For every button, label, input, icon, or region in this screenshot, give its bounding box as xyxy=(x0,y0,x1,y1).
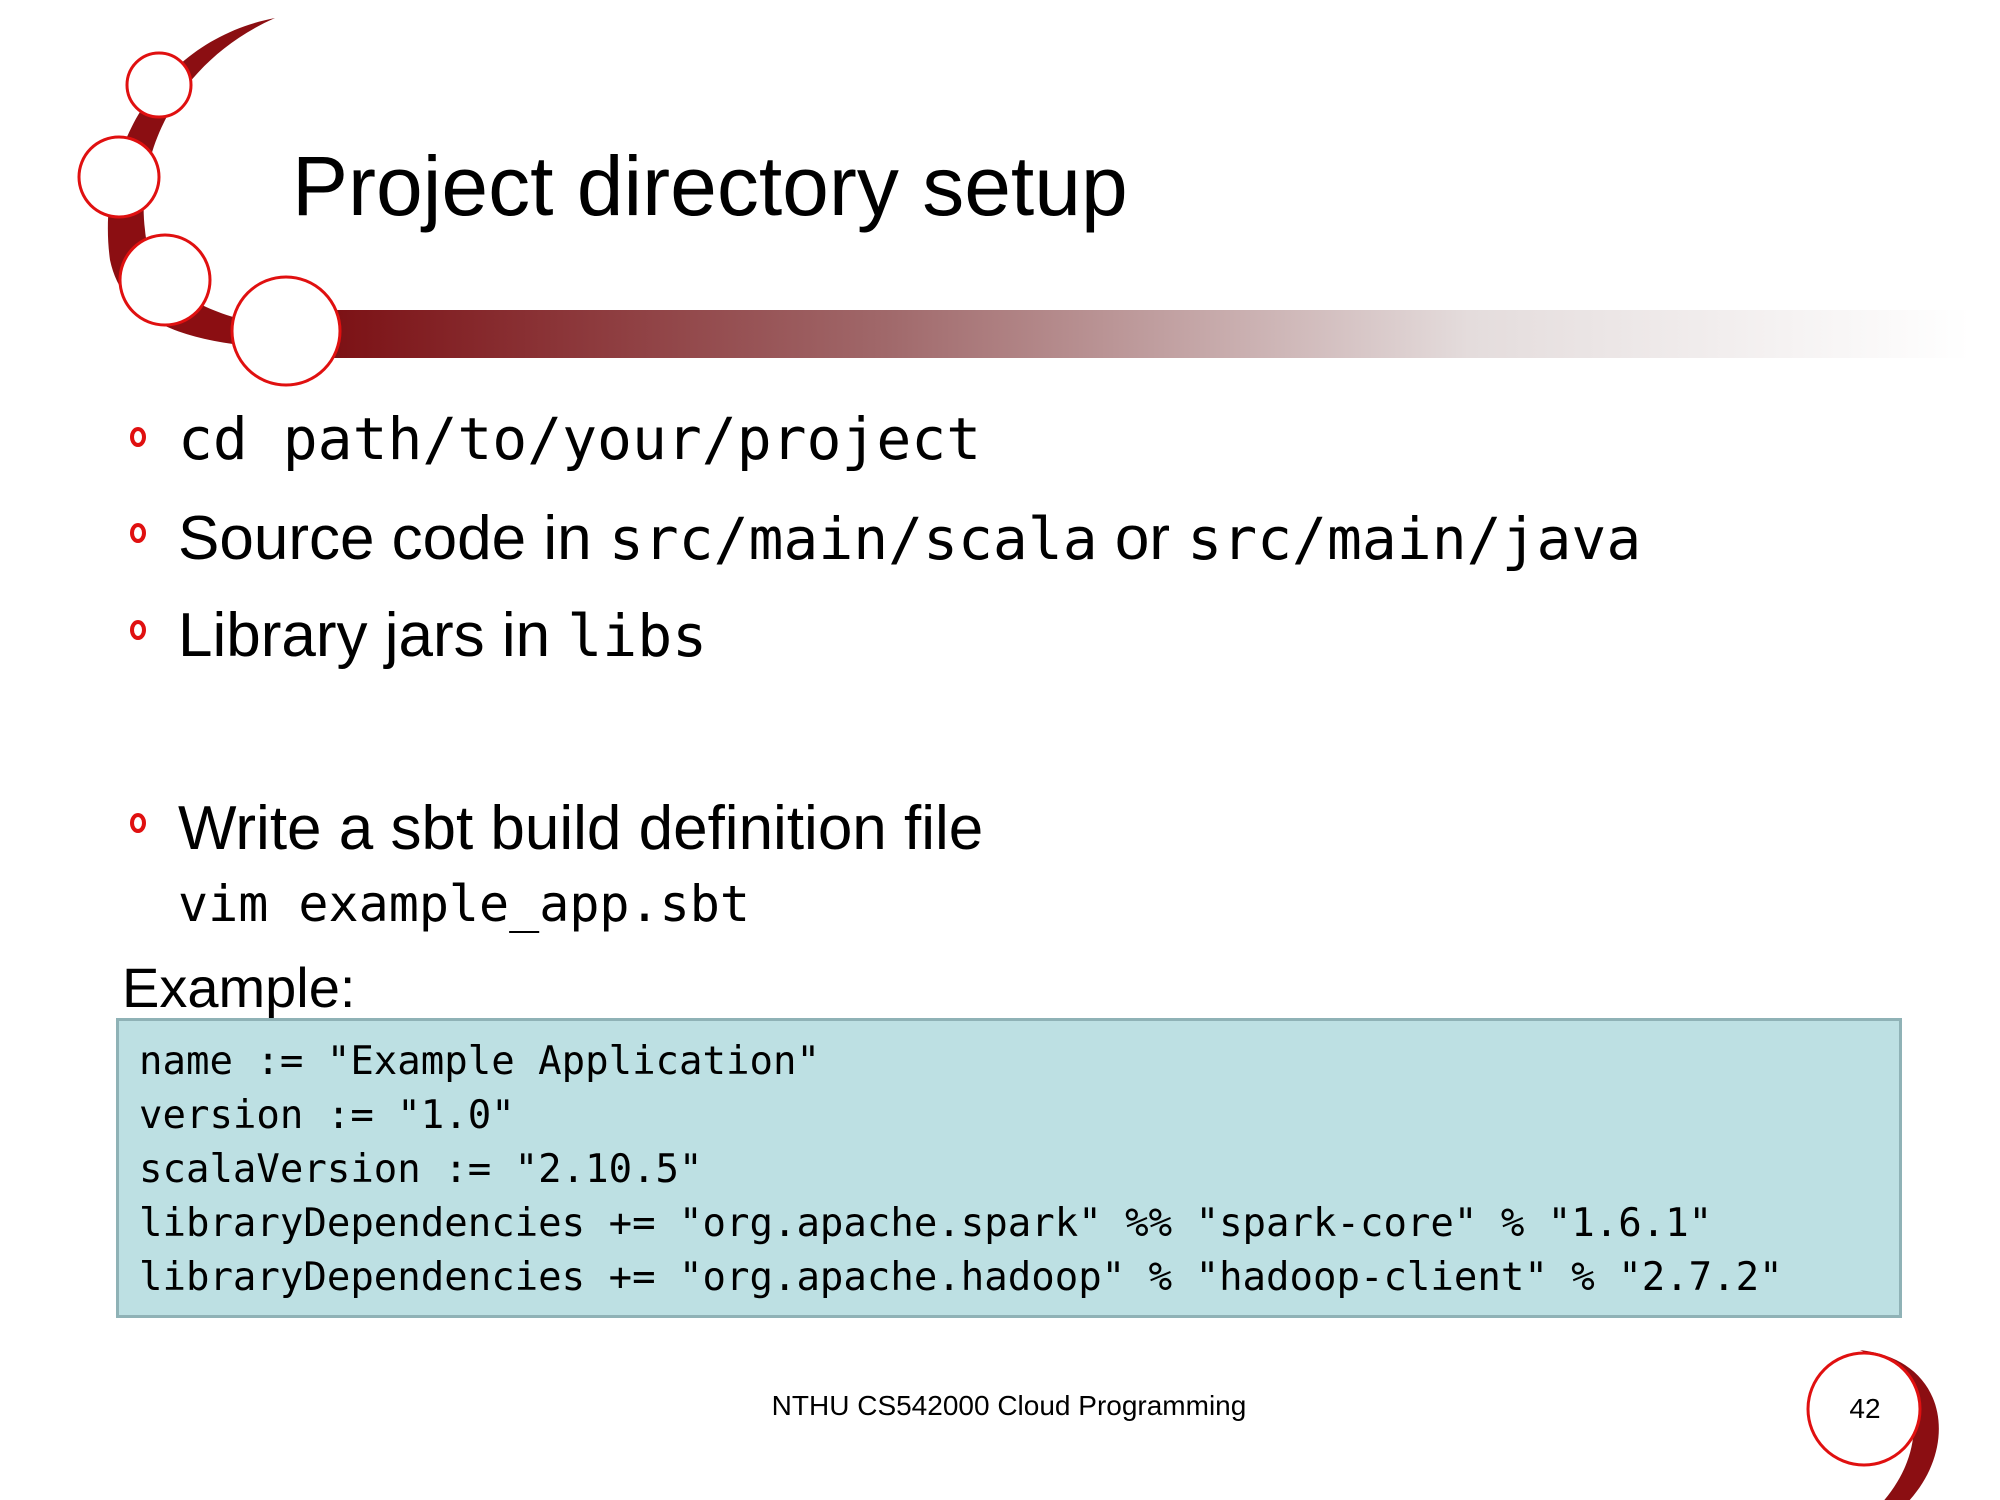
bullet-icon xyxy=(130,427,146,447)
bullet-icon xyxy=(130,813,146,833)
bullet-item: Library jars in libs xyxy=(178,600,707,671)
code-text: src/main/scala xyxy=(608,505,1098,573)
code-line: version := "1.0" xyxy=(139,1093,515,1138)
code-line: libraryDependencies += "org.apache.hadoo… xyxy=(139,1255,1783,1300)
code-text: cd path/to/your/project xyxy=(178,405,982,473)
deco-circle xyxy=(230,275,342,387)
bullet-icon xyxy=(130,620,146,640)
title-underline-bar xyxy=(300,310,1970,358)
deco-circle xyxy=(77,135,161,219)
code-text: src/main/java xyxy=(1187,505,1642,573)
bullet-item: Source code in src/main/scala or src/mai… xyxy=(178,503,1641,574)
bullet-text: Source code in xyxy=(178,504,609,573)
example-label: Example: xyxy=(122,956,356,1019)
command-text: vim example_app.sbt xyxy=(178,875,750,933)
footer-text: NTHU CS542000 Cloud Programming xyxy=(771,1390,1247,1421)
code-line: scalaVersion := "2.10.5" xyxy=(139,1147,703,1192)
bullet-item: Write a sbt build definition file xyxy=(178,793,983,864)
deco-circle xyxy=(125,51,193,119)
slide-title: Project directory setup xyxy=(292,139,1128,233)
page-number: 42 xyxy=(1849,1393,1881,1424)
page-number-circle xyxy=(1806,1351,1922,1467)
code-block: name := "Example Application" version :=… xyxy=(116,1018,1902,1318)
code-line: libraryDependencies += "org.apache.spark… xyxy=(139,1201,1713,1246)
bullet-text: Library jars in xyxy=(178,601,568,670)
bullet-item: cd path/to/your/project xyxy=(178,405,981,473)
bullet-icon xyxy=(130,523,146,543)
bullet-text: or xyxy=(1097,504,1188,573)
page-arc xyxy=(1860,1350,1939,1500)
code-text: libs xyxy=(567,602,708,670)
bullet-text: Write a sbt build definition file xyxy=(178,794,984,863)
deco-circle xyxy=(118,233,212,327)
code-line: name := "Example Application" xyxy=(139,1039,820,1084)
